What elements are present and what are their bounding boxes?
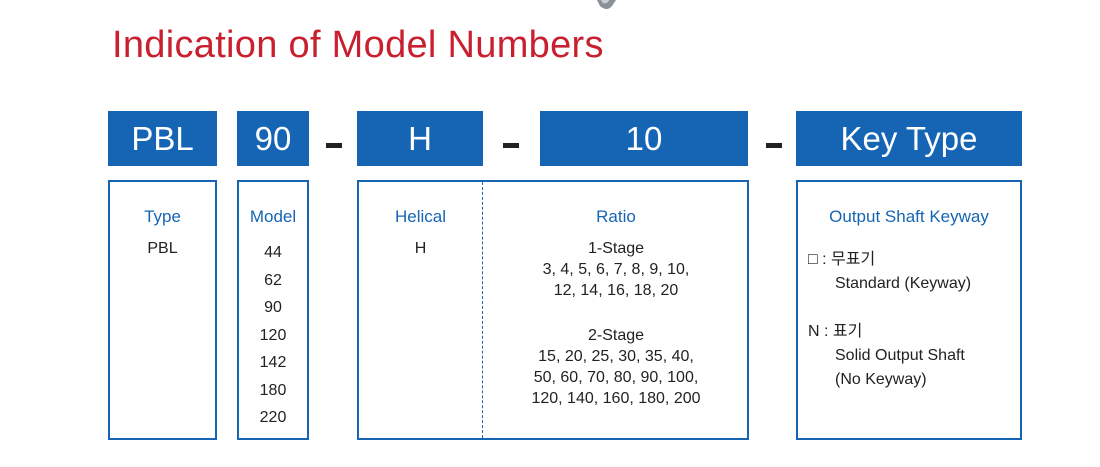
page-title: Indication of Model Numbers — [112, 24, 604, 67]
header-type-block: PBL — [108, 111, 217, 166]
ratio-label: Ratio — [484, 207, 748, 227]
header-model-block: 90 — [237, 111, 309, 166]
helical-column: Helical H — [359, 207, 482, 259]
stage1-block: 1-Stage 3, 4, 5, 6, 7, 8, 9, 10, 12, 14,… — [484, 238, 748, 301]
type-column: Type PBL — [108, 207, 217, 259]
keyway-option-solid-code: N : 표기 — [808, 320, 971, 344]
stage1-ratios-line: 12, 14, 16, 18, 20 — [484, 280, 748, 301]
separator-dash-1 — [326, 143, 342, 148]
model-label: Model — [237, 207, 309, 227]
stage2-title: 2-Stage — [484, 325, 748, 346]
decorative-image-fragment — [592, 0, 622, 12]
key-type-options: □ : 무표기 Standard (Keyway) N : 표기 Solid O… — [808, 248, 971, 392]
keyway-option-standard-desc: Standard (Keyway) — [808, 272, 971, 296]
header-ratio-block: 10 — [540, 111, 748, 166]
keyway-option-solid-desc: Solid Output Shaft — [808, 344, 971, 368]
stage1-title: 1-Stage — [484, 238, 748, 259]
keyway-option-standard-code: □ : 무표기 — [808, 248, 971, 272]
model-item: 142 — [237, 349, 309, 377]
type-label: Type — [108, 207, 217, 227]
separator-dash-2 — [503, 143, 519, 148]
model-item: 62 — [237, 267, 309, 295]
stage2-ratios-line: 50, 60, 70, 80, 90, 100, — [484, 367, 748, 388]
separator-dash-3 — [766, 143, 782, 148]
type-value: PBL — [108, 238, 217, 259]
key-type-label: Output Shaft Keyway — [798, 207, 1020, 227]
keyway-option-solid-note: (No Keyway) — [808, 368, 971, 392]
header-key-type-block: Key Type — [796, 111, 1022, 166]
stage2-ratios-line: 120, 140, 160, 180, 200 — [484, 388, 748, 409]
header-gear-block: H — [357, 111, 483, 166]
ratio-column: Ratio 1-Stage 3, 4, 5, 6, 7, 8, 9, 10, 1… — [484, 207, 748, 409]
helical-label: Helical — [359, 207, 482, 227]
model-column: Model 44 62 90 120 142 180 220 — [237, 207, 309, 432]
stage2-block: 2-Stage 15, 20, 25, 30, 35, 40, 50, 60, … — [484, 325, 748, 409]
dashed-divider — [482, 182, 483, 438]
model-item: 220 — [237, 404, 309, 432]
stage1-ratios-line: 3, 4, 5, 6, 7, 8, 9, 10, — [484, 259, 748, 280]
helical-value: H — [359, 238, 482, 259]
model-item: 90 — [237, 294, 309, 322]
stage2-ratios-line: 15, 20, 25, 30, 35, 40, — [484, 346, 748, 367]
key-type-column: Output Shaft Keyway — [798, 207, 1020, 227]
model-item: 180 — [237, 377, 309, 405]
model-item: 120 — [237, 322, 309, 350]
model-list: 44 62 90 120 142 180 220 — [237, 239, 309, 432]
model-item: 44 — [237, 239, 309, 267]
